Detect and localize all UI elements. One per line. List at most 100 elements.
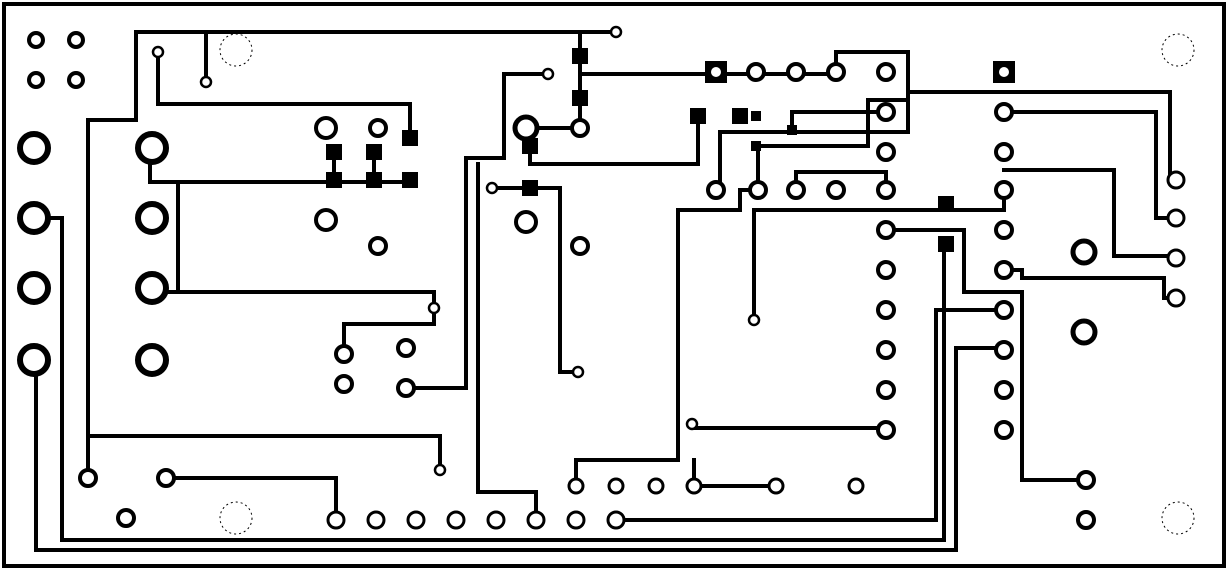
mounting-hole [1161, 501, 1195, 535]
via [747, 313, 761, 327]
via [427, 301, 441, 315]
through-hole-pad [994, 340, 1014, 360]
through-hole-pad [1070, 238, 1098, 266]
through-hole-pad [512, 114, 540, 142]
via [541, 67, 555, 81]
trace [86, 30, 618, 480]
smd-pad [326, 144, 342, 160]
smd-pad [732, 108, 748, 124]
through-hole-pad [876, 102, 896, 122]
trace [528, 114, 700, 166]
trace [884, 228, 1088, 482]
pad-hole [999, 67, 1009, 77]
through-hole-pad [607, 477, 625, 495]
through-hole-pad [326, 510, 346, 530]
through-hole-pad [135, 271, 169, 305]
via [571, 365, 585, 379]
through-hole-pad [396, 378, 416, 398]
through-hole-pad [647, 477, 665, 495]
through-hole-pad [706, 180, 726, 200]
smd-pad [751, 141, 761, 151]
through-hole-pad [876, 62, 896, 82]
through-hole-pad [135, 343, 169, 377]
through-hole-pad [994, 260, 1014, 280]
trace [692, 458, 778, 488]
through-hole-pad [1166, 208, 1186, 228]
trace [164, 476, 338, 522]
trace [574, 188, 760, 488]
through-hole-pad [368, 118, 388, 138]
through-hole-pad [526, 510, 546, 530]
through-hole-pad [826, 62, 846, 82]
through-hole-pad [606, 510, 626, 530]
via [609, 25, 623, 39]
through-hole-pad [876, 142, 896, 162]
through-hole-pad [366, 510, 386, 530]
through-hole-pad [1076, 470, 1096, 490]
through-hole-pad [876, 420, 896, 440]
smd-pad [326, 172, 342, 188]
via [685, 417, 699, 431]
via [433, 463, 447, 477]
through-hole-pad [786, 180, 806, 200]
through-hole-pad [334, 374, 354, 394]
trace [790, 110, 888, 130]
through-hole-pad [78, 468, 98, 488]
smd-pad [572, 90, 588, 106]
through-hole-pad [1076, 510, 1096, 530]
through-hole-pad [876, 300, 896, 320]
smd-pad [366, 172, 382, 188]
smd-pad [522, 180, 538, 196]
through-hole-pad [567, 477, 585, 495]
through-hole-pad [1166, 248, 1186, 268]
smd-pad [402, 130, 418, 146]
through-hole-pad [994, 102, 1014, 122]
smd-pad [787, 125, 797, 135]
trace [156, 50, 412, 140]
via [151, 45, 165, 59]
pad-hole [711, 67, 721, 77]
through-hole-pad [334, 344, 354, 364]
trace [1002, 110, 1178, 220]
smd-pad [366, 144, 382, 160]
through-hole-pad [135, 131, 169, 165]
through-hole-pad [486, 510, 506, 530]
trace [34, 216, 946, 542]
trace [476, 162, 538, 522]
through-hole-pad [17, 343, 51, 377]
through-hole-pad [17, 131, 51, 165]
through-hole-pad [847, 477, 865, 495]
through-hole-pad [446, 510, 466, 530]
via [485, 181, 499, 195]
through-hole-pad [67, 71, 85, 89]
through-hole-pad [156, 468, 176, 488]
through-hole-pad [406, 510, 426, 530]
through-hole-pad [27, 31, 45, 49]
through-hole-pad [368, 236, 388, 256]
through-hole-pad [876, 180, 896, 200]
through-hole-pad [876, 220, 896, 240]
through-hole-pad [570, 236, 590, 256]
through-hole-pad [994, 220, 1014, 240]
trace [752, 188, 1006, 322]
through-hole-pad [994, 420, 1014, 440]
via [199, 75, 213, 89]
through-hole-pad [570, 118, 590, 138]
trace [756, 98, 910, 192]
trace [404, 72, 550, 390]
pads [17, 25, 1186, 530]
trace [150, 290, 436, 310]
smd-pad [938, 236, 954, 252]
trace [86, 434, 442, 472]
through-hole-pad [685, 477, 703, 495]
smd-pad [402, 172, 418, 188]
trace [34, 346, 1006, 552]
through-hole-pad [876, 340, 896, 360]
through-hole-pad [994, 380, 1014, 400]
through-hole-pad [994, 300, 1014, 320]
through-hole-pad [27, 71, 45, 89]
through-hole-pad [1166, 288, 1186, 308]
smd-pad [572, 48, 588, 64]
